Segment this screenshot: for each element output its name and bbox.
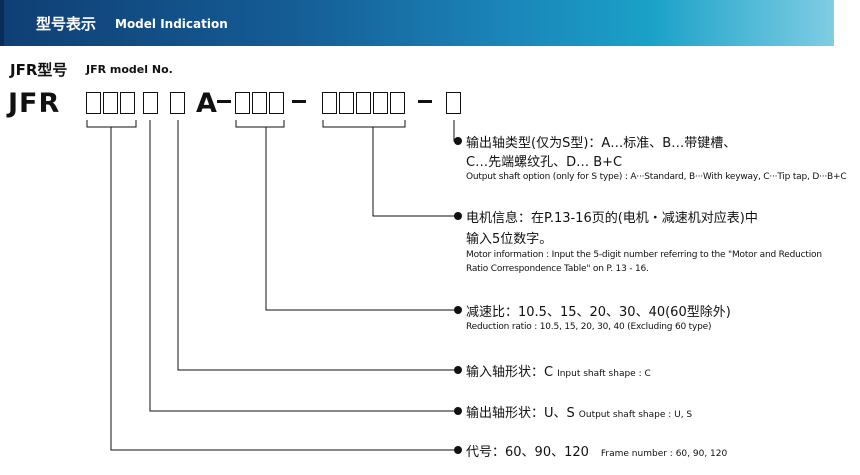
leader-output-shape bbox=[149, 120, 456, 412]
banner-subtitle: Model Indication bbox=[115, 17, 228, 31]
code-box-output-shape bbox=[143, 92, 158, 114]
reduction-ratio-cn: 减速比：10.5、15、20、30、40(60型除外) bbox=[466, 305, 731, 320]
code-box-motor-4 bbox=[373, 92, 388, 114]
bracket-frame bbox=[86, 120, 137, 128]
bullet-output-shape bbox=[454, 407, 462, 415]
frame-number-cn-text: 代号：60、90、120 bbox=[466, 445, 589, 460]
code-letter: A bbox=[196, 88, 217, 119]
bullet-shaft-option bbox=[454, 137, 462, 145]
code-box-ratio-3 bbox=[269, 92, 284, 114]
bullet-input-shape bbox=[454, 366, 462, 374]
shaft-option-en: Output shaft option (only for S type) : … bbox=[466, 172, 847, 182]
model-heading: JFR型号 bbox=[10, 61, 68, 79]
output-shape-en: Output shaft shape : U, S bbox=[578, 410, 693, 420]
input-shape-cn-text: 输入轴形状：C bbox=[466, 365, 554, 380]
bracket-motor bbox=[322, 120, 406, 128]
code-box-frame-2 bbox=[103, 92, 118, 114]
motor-info-en-line1: Motor information : Input the 5-digit nu… bbox=[466, 250, 822, 260]
bullet-ratio bbox=[454, 306, 462, 314]
bullet-motor bbox=[454, 212, 462, 220]
code-box-ratio-2 bbox=[252, 92, 267, 114]
code-dash-1 bbox=[217, 100, 231, 103]
code-box-frame-3 bbox=[120, 92, 135, 114]
code-dash-3 bbox=[418, 100, 432, 103]
code-box-motor-2 bbox=[339, 92, 354, 114]
input-shape-en: Input shaft shape : C bbox=[557, 369, 651, 379]
output-shape-cn-text: 输出轴形状：U、S bbox=[466, 406, 575, 421]
motor-info-cn-line2: 输入5位数字。 bbox=[466, 232, 553, 247]
shaft-option-cn-line1: 输出轴类型(仅为S型)：A…标准、B…带键槽、 bbox=[466, 136, 737, 151]
frame-number-en: Frame number : 60, 90, 120 bbox=[600, 449, 728, 459]
leader-frame bbox=[110, 127, 456, 451]
motor-info-cn-line1: 电机信息：在P.13-16页的(电机・减速机对应表)中 bbox=[466, 211, 758, 226]
model-heading-en: JFR model No. bbox=[86, 63, 173, 76]
frame-number-cn: 代号：60、90、120 Frame number : 60, 90, 120 bbox=[466, 441, 727, 460]
leader-motor bbox=[372, 127, 456, 217]
code-box-frame-1 bbox=[86, 92, 101, 114]
reduction-ratio-en: Reduction ratio : 10.5, 15, 20, 30, 40 (… bbox=[466, 322, 712, 332]
code-prefix: JFR bbox=[8, 88, 61, 119]
banner-accent bbox=[0, 0, 4, 46]
code-box-motor-5 bbox=[390, 92, 405, 114]
code-box-shaft-option bbox=[446, 92, 461, 114]
code-dash-2 bbox=[292, 100, 306, 103]
code-box-input-shape bbox=[170, 92, 185, 114]
banner-title: 型号表示 bbox=[36, 15, 97, 33]
section-banner: 型号表示 Model Indication bbox=[0, 0, 834, 46]
leader-ratio bbox=[265, 127, 456, 311]
bracket-ratio bbox=[235, 120, 285, 128]
code-box-motor-3 bbox=[356, 92, 371, 114]
code-box-motor-1 bbox=[322, 92, 337, 114]
motor-info-en-line2: Ratio Correspondence Table" on P. 13 - 1… bbox=[466, 264, 649, 274]
bullet-frame bbox=[454, 446, 462, 454]
leader-input-shape bbox=[177, 120, 456, 371]
code-box-ratio-1 bbox=[235, 92, 250, 114]
shaft-option-cn-line2: C…先端螺纹孔、D… B+C bbox=[466, 155, 623, 170]
